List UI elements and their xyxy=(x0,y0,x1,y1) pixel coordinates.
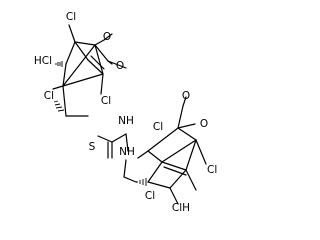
chlorine-label: Cl xyxy=(207,164,217,176)
bond xyxy=(74,41,96,46)
thiourea-linker xyxy=(97,133,129,159)
oxygen-label: O xyxy=(116,60,124,72)
bond xyxy=(169,187,179,205)
amine-label: NH xyxy=(119,146,135,158)
bond xyxy=(177,127,197,141)
bond xyxy=(169,169,187,189)
oxygen-label: O xyxy=(103,31,111,43)
bond xyxy=(185,169,197,191)
bond xyxy=(123,159,127,178)
bond xyxy=(62,85,67,117)
bond xyxy=(123,176,137,183)
double-bond-line xyxy=(90,55,105,70)
bond xyxy=(65,41,76,65)
molecule-diagram: Cl HCl Cl Cl O O NH S NH O O Cl Cl Cl Cl… xyxy=(34,11,217,214)
bond xyxy=(94,44,104,75)
bond xyxy=(125,133,129,152)
amine-label: NH xyxy=(118,115,134,127)
bond xyxy=(147,161,163,183)
bond xyxy=(177,123,196,129)
structure-canvas: Cl HCl Cl Cl O O NH S NH O O Cl Cl Cl Cl… xyxy=(33,11,218,214)
bond xyxy=(68,24,76,43)
bond xyxy=(195,139,207,165)
bond xyxy=(52,85,64,90)
bond xyxy=(107,60,127,69)
bond xyxy=(147,181,171,189)
bond xyxy=(182,96,187,107)
bond xyxy=(161,139,197,163)
bond xyxy=(97,135,113,143)
bond xyxy=(62,73,104,87)
lower-norbornene-unit xyxy=(123,96,207,205)
stereo-hash xyxy=(53,100,59,103)
stereo-hash xyxy=(57,109,65,112)
bond xyxy=(147,127,179,152)
chlorine-label: Cl xyxy=(44,90,54,102)
chlorine-label: Cl xyxy=(153,121,163,133)
stereo-hash xyxy=(54,103,61,106)
chlorine-hydride-label: ClH xyxy=(172,202,190,214)
bond xyxy=(177,105,184,129)
bond xyxy=(87,59,104,75)
bond xyxy=(94,39,105,46)
bond xyxy=(147,150,163,163)
bond xyxy=(111,133,127,143)
bond xyxy=(100,73,104,95)
bond xyxy=(103,33,113,41)
bond xyxy=(62,63,67,87)
upper-norbornene-unit xyxy=(52,24,127,117)
chlorine-label: Cl xyxy=(66,11,76,23)
sulfur-label: S xyxy=(89,141,96,153)
bond xyxy=(62,44,96,87)
oxygen-label: O xyxy=(200,118,208,130)
bond xyxy=(137,150,149,159)
bond xyxy=(161,161,187,171)
stereo-hash xyxy=(55,106,63,109)
chlorine-label: Cl xyxy=(145,190,155,202)
bond xyxy=(185,139,197,171)
chlorine-label: Cl xyxy=(101,95,111,107)
bond xyxy=(94,44,109,62)
oxygen-label: O xyxy=(182,90,190,102)
hydrogen-chloride-label: HCl xyxy=(34,55,52,67)
